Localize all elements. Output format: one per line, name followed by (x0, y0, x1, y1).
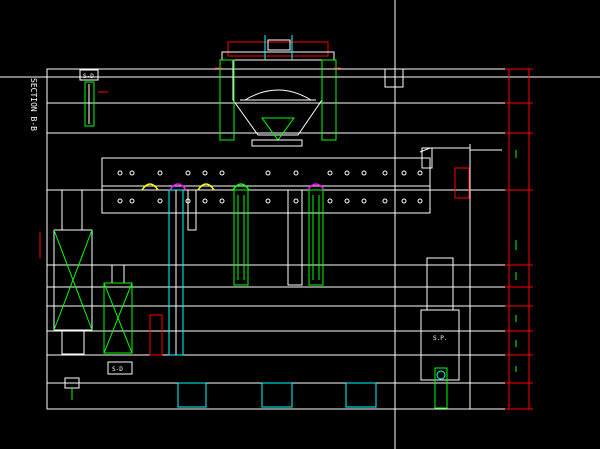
left-support-pillar (39, 189, 93, 355)
bolt-hole-icon (382, 170, 388, 176)
sprue-bushing-assembly (215, 35, 341, 147)
bolt-hole-icon (293, 198, 299, 204)
small-nozzle-cluster (149, 189, 197, 356)
bolt-hole-icon (293, 170, 299, 176)
bolt-hole-icon (129, 170, 135, 176)
bolt-hole-icon (157, 198, 163, 204)
nozzle-heads (141, 183, 325, 191)
bolt-hole-icon (401, 198, 407, 204)
nozzle-3 (308, 189, 324, 286)
sd-detail-pillar (103, 264, 133, 375)
section-title: SECTION B-B (29, 78, 38, 131)
bolt-hole-icon (129, 198, 135, 204)
sp-support-pillar (420, 257, 460, 409)
runner-plate-bolts-top (117, 170, 423, 176)
bolt-hole-icon (219, 198, 225, 204)
bolt-hole-icon (185, 170, 191, 176)
bolt-hole-icon (202, 198, 208, 204)
bolt-hole-icon (361, 170, 367, 176)
bolt-hole-icon (265, 198, 271, 204)
sp-label: S.P. (433, 335, 447, 342)
bolt-hole-icon (219, 170, 225, 176)
bolt-hole-icon (117, 198, 123, 204)
nozzle-4 (287, 189, 303, 286)
runner-plate (101, 147, 502, 214)
runner-plate-bolts-bottom (117, 198, 423, 204)
bolt-hole-icon (361, 198, 367, 204)
bolt-hole-icon (202, 170, 208, 176)
bolt-hole-icon (401, 170, 407, 176)
bottom-clamp-blocks (177, 382, 377, 408)
nozzle-2 (233, 189, 249, 286)
bolt-hole-icon (417, 170, 423, 176)
mold-frame (46, 68, 530, 410)
top-left-detail (79, 69, 108, 127)
top-left-tag: S-D (83, 73, 94, 80)
bolt-hole-icon (417, 198, 423, 204)
bolt-hole-icon (157, 170, 163, 176)
bolt-hole-icon (344, 170, 350, 176)
right-dimension-chain (505, 68, 533, 410)
bolt-hole-icon (327, 198, 333, 204)
bolt-hole-icon (265, 170, 271, 176)
bolt-hole-icon (327, 170, 333, 176)
sd-detail-label: S-D (112, 366, 123, 373)
bolt-hole-icon (382, 198, 388, 204)
left-bottom-ejector (64, 377, 80, 400)
bolt-hole-icon (344, 198, 350, 204)
bolt-hole-icon (117, 170, 123, 176)
nozzle-1 (168, 189, 184, 356)
